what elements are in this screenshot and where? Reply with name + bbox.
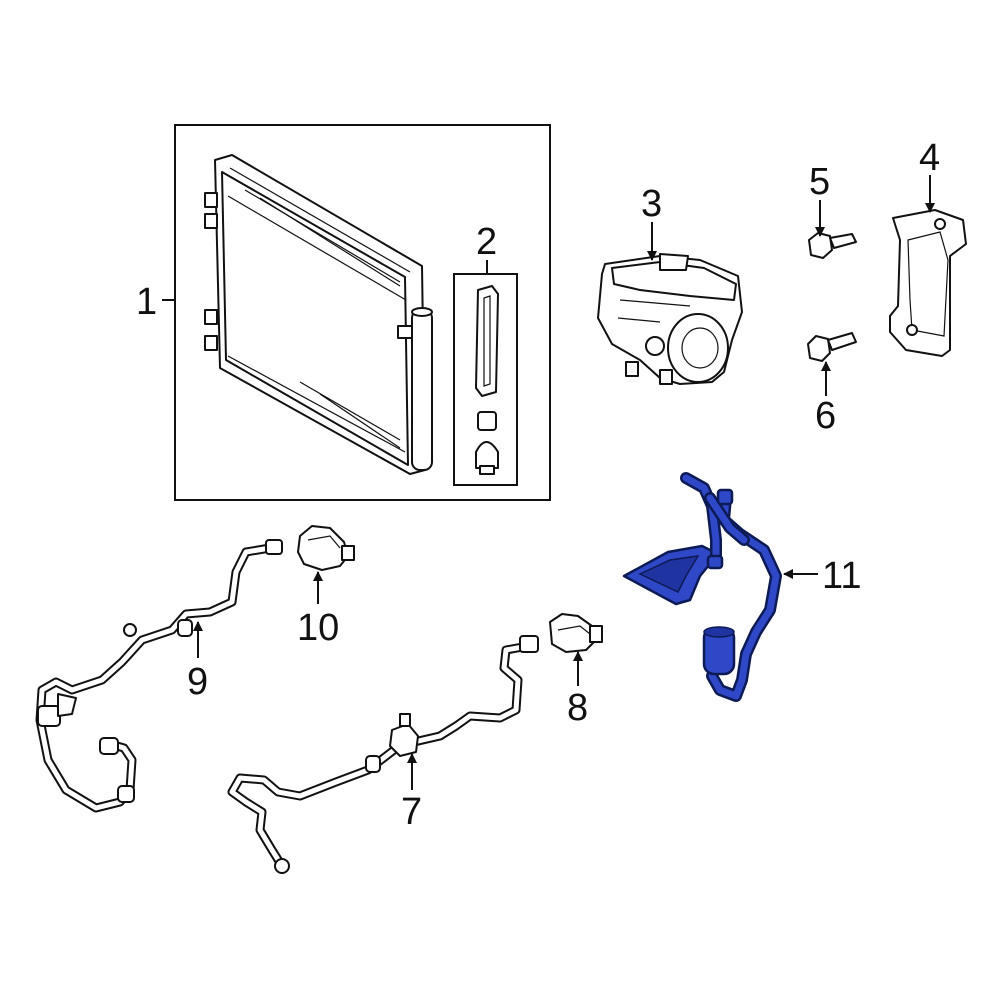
- callout-8: 8: [567, 687, 588, 729]
- bolt-part-5[interactable]: [808, 232, 857, 259]
- callout-2: 2: [476, 221, 497, 263]
- condenser-group-box: [174, 124, 551, 501]
- dryer-kit-box: [453, 273, 518, 486]
- bracket-part[interactable]: [889, 209, 967, 357]
- harness-part-7[interactable]: [227, 635, 539, 874]
- callout-3: 3: [641, 183, 662, 225]
- harness-part-9[interactable]: [35, 539, 283, 813]
- sensor-part-8[interactable]: [549, 613, 603, 653]
- condenser-part[interactable]: [204, 154, 433, 475]
- dryer-kit-part[interactable]: [475, 285, 499, 475]
- callout-11: 11: [822, 555, 861, 597]
- compressor-part[interactable]: [597, 253, 743, 385]
- callout-9: 9: [187, 661, 208, 703]
- sensor-part-10[interactable]: [297, 525, 355, 571]
- callout-10: 10: [297, 607, 339, 649]
- bolt-part-6[interactable]: [807, 332, 857, 362]
- callout-4: 4: [919, 137, 940, 179]
- callout-6: 6: [815, 395, 836, 437]
- callout-7: 7: [401, 791, 422, 833]
- callout-1: 1: [136, 281, 157, 323]
- callout-5: 5: [809, 161, 830, 203]
- hose-assembly-part-11[interactable]: [622, 472, 782, 702]
- leader-lines: [162, 175, 935, 790]
